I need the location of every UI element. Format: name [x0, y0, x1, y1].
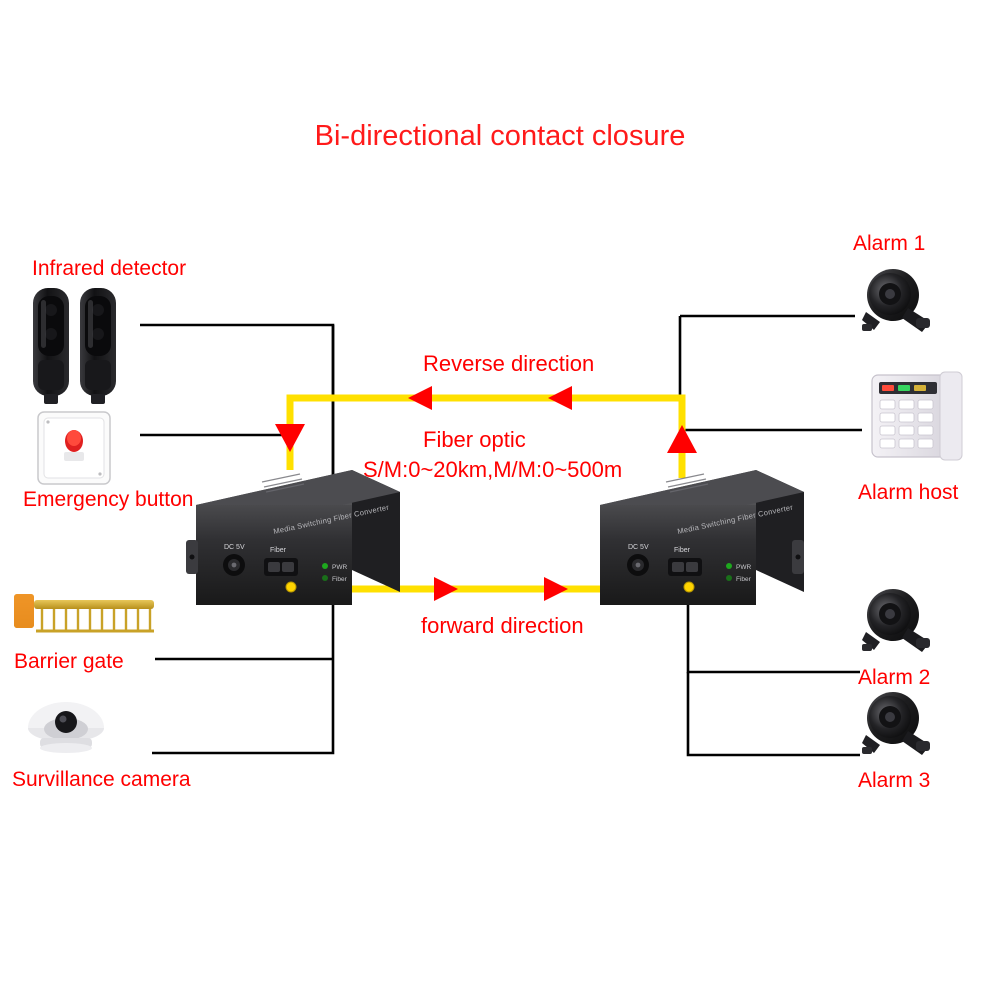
alarm3-siren-icon — [862, 692, 930, 755]
label-emergency-button: Emergency button — [23, 488, 194, 511]
alarm1-siren-icon — [862, 269, 930, 332]
left-down-arrowhead — [275, 424, 305, 452]
svg-text:Fiber: Fiber — [270, 547, 287, 554]
label-fiber-spec: S/M:0~20km,M/M:0~500m — [363, 457, 623, 482]
svg-text:Fiber: Fiber — [674, 547, 691, 554]
barrier-gate-icon — [14, 594, 154, 633]
label-reverse-direction: Reverse direction — [423, 351, 595, 376]
alarm2-siren-icon — [862, 589, 930, 652]
svg-text:Fiber: Fiber — [332, 576, 348, 583]
reverse-arrowheads — [408, 386, 572, 410]
alarm-host-icon — [871, 371, 963, 461]
label-alarm-2: Alarm 2 — [858, 666, 931, 689]
right-output-wires — [678, 314, 862, 757]
label-alarm-host: Alarm host — [858, 481, 959, 504]
right-fiber-converter: Media Switching Fiber Converter DC 5V Fi… — [600, 470, 804, 605]
emergency-button-icon — [37, 411, 111, 485]
page-title: Bi-directional contact closure — [314, 120, 686, 152]
svg-text:Fiber: Fiber — [736, 576, 752, 583]
label-alarm-3: Alarm 3 — [858, 769, 931, 792]
label-forward-direction: forward direction — [421, 613, 584, 638]
label-barrier-gate: Barrier gate — [14, 650, 124, 673]
surveillance-camera-icon — [28, 702, 104, 753]
svg-text:PWR: PWR — [736, 564, 751, 571]
label-fiber-optic: Fiber optic — [423, 427, 526, 452]
label-surveillance-camera: Survillance camera — [12, 768, 191, 791]
right-up-arrowhead — [667, 425, 697, 453]
svg-text:DC 5V: DC 5V — [628, 544, 649, 551]
forward-arrowheads — [434, 577, 568, 601]
svg-text:PWR: PWR — [332, 564, 347, 571]
label-infrared-detector: Infrared detector — [32, 257, 187, 280]
label-alarm-1: Alarm 1 — [853, 232, 926, 255]
left-fiber-converter: Media Switching Fiber Converter DC 5V Fi… — [186, 470, 400, 605]
svg-text:DC 5V: DC 5V — [224, 544, 245, 551]
infrared-detector-icon — [33, 288, 116, 404]
